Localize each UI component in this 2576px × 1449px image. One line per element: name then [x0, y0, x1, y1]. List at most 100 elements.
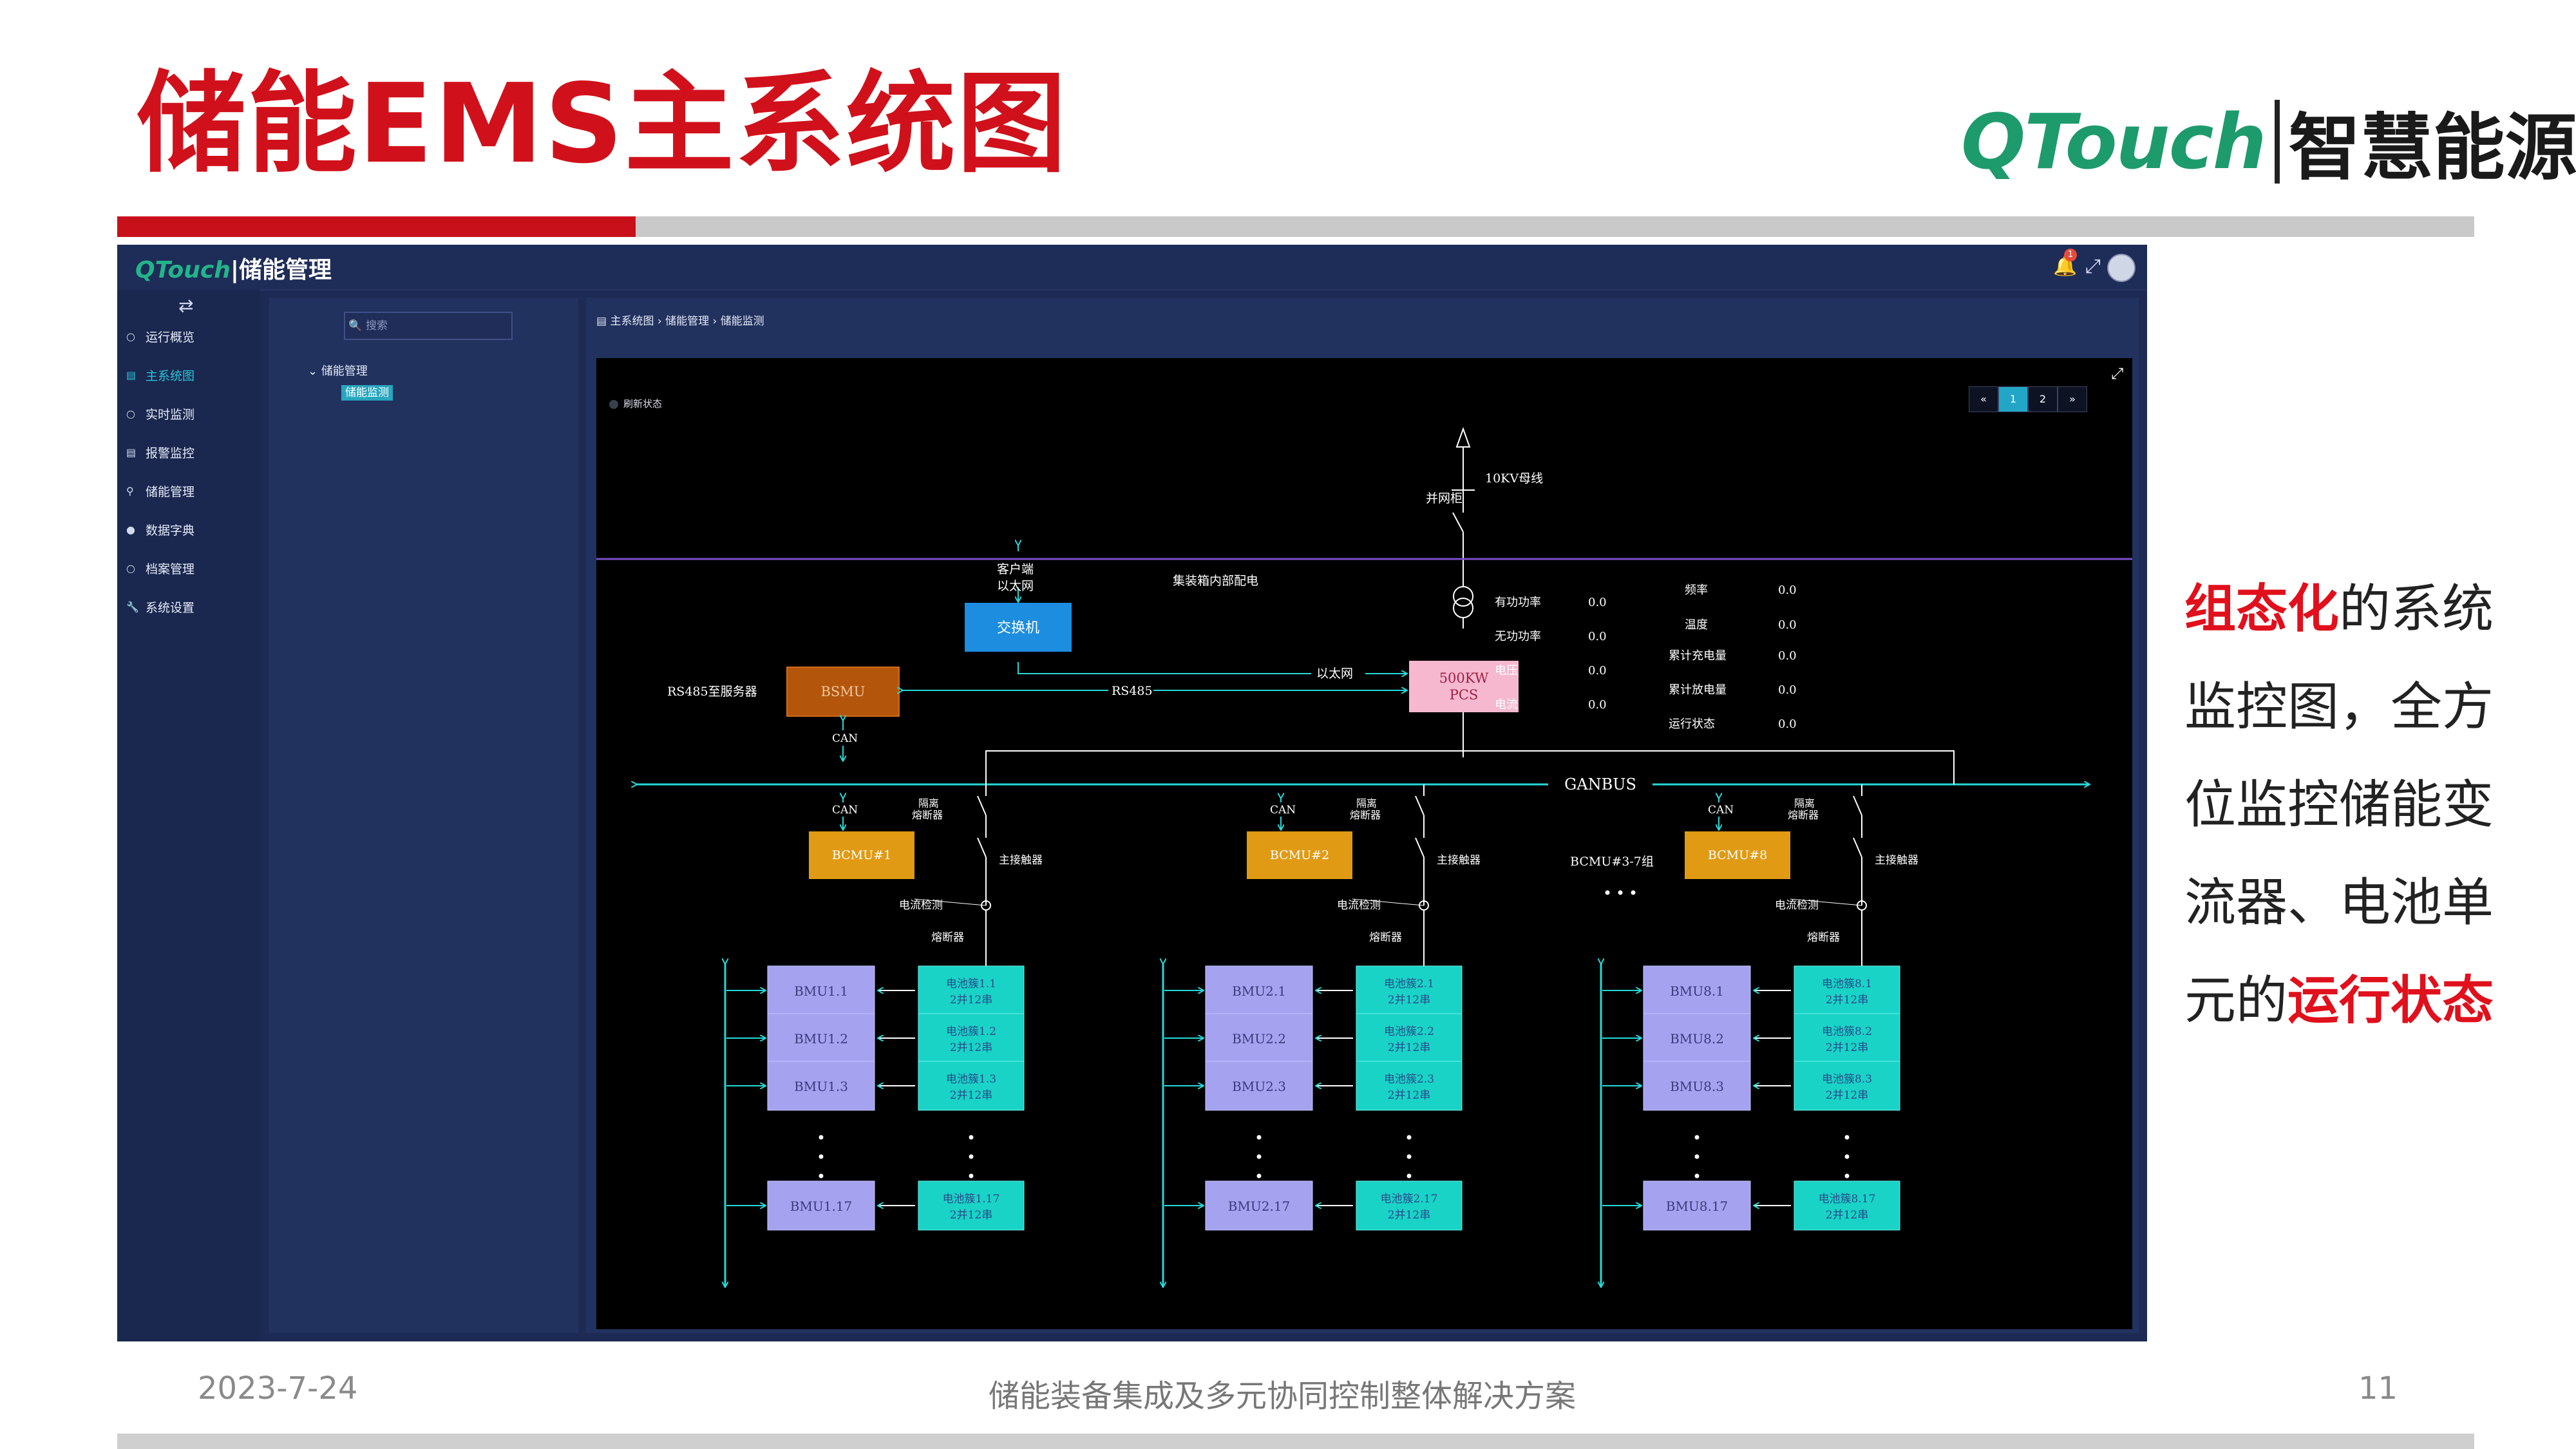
main-panel: ▤ 主系统图 › 储能管理 › 储能监测 ⤢ 刷新状态 « 1 2 »	[586, 298, 2139, 1333]
bsmu-box[interactable]	[786, 667, 900, 717]
bmu-label: BMU2.2	[1232, 1031, 1286, 1046]
isolation-label: 隔离	[918, 797, 939, 810]
expand-icon[interactable]: ⤢	[2085, 255, 2101, 278]
bcmu-box[interactable]	[809, 831, 914, 879]
current-detect-label: 电流检测	[1337, 899, 1381, 912]
ellipsis-dot	[1605, 890, 1610, 895]
sidebar-item-storage[interactable]: ⚲储能管理	[126, 477, 255, 505]
ellipsis-dot	[1256, 1135, 1262, 1140]
battery-cluster-label: 电池簇1.1	[946, 978, 996, 990]
battery-cluster-box[interactable]	[1356, 1180, 1463, 1231]
bmu-box[interactable]	[1205, 1013, 1313, 1063]
ellipsis-dot	[969, 1135, 974, 1140]
pager-page-2[interactable]: 2	[2028, 386, 2058, 412]
cabinet-switch	[1452, 512, 1464, 533]
image-icon: ▤	[126, 368, 137, 381]
bmu-box[interactable]	[1205, 1180, 1313, 1231]
sidebar-toggle-icon[interactable]: ⇄	[178, 295, 194, 316]
bmu-box[interactable]	[767, 965, 875, 1016]
bmu-label: BMU1.1	[794, 983, 848, 999]
search-input[interactable]: 🔍 搜索	[344, 312, 513, 340]
sidebar-item-dictionary[interactable]: ●数据字典	[126, 515, 255, 544]
notification-badge: 1	[2064, 249, 2077, 261]
footer-rule	[117, 1434, 2474, 1449]
bmu-box[interactable]	[1643, 1180, 1751, 1231]
bmu-box[interactable]	[767, 1061, 875, 1111]
sidebar-item-label: 报警监控	[146, 446, 195, 460]
breadcrumb-item[interactable]: 储能监测	[720, 315, 764, 328]
battery-cluster-box[interactable]	[1794, 1180, 1900, 1231]
desc-text: 的系统监控图，全方位监控储能变流器、电池单元的	[2184, 579, 2494, 1030]
ellipsis-dot	[1844, 1173, 1850, 1179]
eth-label-bg	[1311, 666, 1365, 681]
sidebar-item-alarm[interactable]: ▤报警监控	[126, 438, 255, 466]
refresh-status[interactable]: 刷新状态	[609, 397, 662, 410]
main-contactor-label: 主接触器	[999, 854, 1043, 867]
switch-box[interactable]	[965, 603, 1072, 652]
tree-node-root[interactable]: ⌄ 储能管理	[308, 362, 368, 379]
bmu-box[interactable]	[1643, 965, 1751, 1016]
bus-10kv-label: 10KV母线	[1485, 471, 1543, 486]
breadcrumb-item[interactable]: 储能管理	[665, 315, 710, 328]
brand-logo: QTouch 智慧能源	[1961, 97, 2576, 190]
desc-highlight-1: 组态化	[2184, 579, 2339, 639]
bmu-box[interactable]	[1205, 1061, 1313, 1111]
breadcrumb-item[interactable]: 主系统图	[610, 315, 654, 328]
battery-cluster-label: 电池簇2.3	[1384, 1073, 1434, 1086]
battery-cluster-box[interactable]	[1356, 1013, 1463, 1063]
bmu-box[interactable]	[1205, 965, 1313, 1016]
isolation-label: 隔离	[1356, 797, 1377, 810]
battery-cluster-box[interactable]	[918, 1180, 1025, 1231]
app-logo[interactable]: QTouch|储能管理	[135, 251, 332, 285]
pager-page-1[interactable]: 1	[1998, 386, 2028, 412]
pcs-label-1: 500KW	[1439, 670, 1489, 686]
tree-node-label: 储能管理	[321, 365, 368, 378]
battery-cluster-box[interactable]	[1794, 965, 1900, 1016]
bmu-box[interactable]	[767, 1013, 875, 1063]
ellipsis-dot	[1694, 1173, 1700, 1179]
battery-cluster-label: 电池簇8.3	[1822, 1073, 1872, 1086]
can-label: CAN	[1708, 804, 1734, 817]
current-detect-link	[914, 898, 987, 906]
bcmu-box[interactable]	[1685, 831, 1790, 879]
metric-label-charge: 累计充电量	[1669, 649, 1727, 663]
pcs-box[interactable]	[1409, 661, 1519, 712]
sidebar-item-settings[interactable]: 🔧系统设置	[126, 592, 255, 621]
circle-icon: ○	[126, 562, 135, 574]
battery-cluster-box[interactable]	[1356, 965, 1463, 1016]
pagination: « 1 2 »	[1969, 386, 2087, 412]
battery-cluster-box[interactable]	[918, 1013, 1025, 1063]
app-logo-divider: |	[230, 257, 240, 283]
pager-next[interactable]: »	[2058, 386, 2087, 412]
bmu-box[interactable]	[767, 1180, 875, 1231]
refresh-label: 刷新状态	[623, 398, 663, 410]
avatar[interactable]	[2107, 254, 2136, 282]
bmu-box[interactable]	[1643, 1061, 1751, 1111]
pcs-label-2: PCS	[1450, 687, 1479, 703]
rs485-label-bg	[1108, 684, 1153, 698]
tree-node-leaf[interactable]: 储能监测	[341, 385, 393, 401]
metric-label-frequency: 频率	[1685, 583, 1708, 597]
bmu-label: BMU8.3	[1670, 1079, 1724, 1094]
circle-icon: ○	[126, 330, 135, 343]
fullscreen-icon[interactable]: ⤢	[2111, 365, 2124, 383]
metric-label-voltage: 电压	[1495, 664, 1518, 677]
transformer-coil-top	[1453, 586, 1473, 607]
battery-cluster-box[interactable]	[918, 965, 1025, 1016]
ellipsis-dot	[969, 1154, 974, 1159]
battery-cluster-box[interactable]	[1356, 1061, 1463, 1111]
battery-cluster-sub: 2并12串	[950, 1089, 992, 1102]
sidebar-item-main-diagram[interactable]: ▤主系统图	[126, 361, 255, 389]
bmu-box[interactable]	[1643, 1013, 1751, 1063]
battery-cluster-box[interactable]	[918, 1061, 1025, 1111]
bmu-label: BMU1.3	[794, 1079, 848, 1094]
battery-cluster-box[interactable]	[1794, 1013, 1900, 1063]
fuse-label: 熔断器	[1369, 931, 1402, 944]
pager-prev[interactable]: «	[1969, 386, 1998, 412]
battery-cluster-box[interactable]	[1794, 1061, 1900, 1111]
sidebar-item-realtime[interactable]: ○实时监测	[126, 399, 255, 428]
sidebar-item-overview[interactable]: ○运行概览	[126, 322, 255, 350]
bcmu-box[interactable]	[1247, 831, 1352, 879]
internal-dist-label: 集装箱内部配电	[1173, 574, 1258, 588]
sidebar-item-archive[interactable]: ○档案管理	[126, 554, 255, 582]
